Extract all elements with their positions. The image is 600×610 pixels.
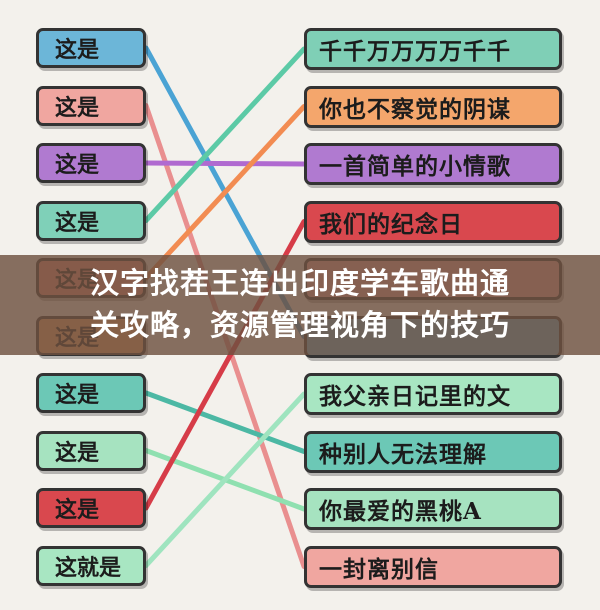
left-tile-3[interactable]: 这是 [36, 200, 146, 241]
connection-line-4 [143, 104, 307, 281]
title-banner-text: 汉字找茬王连出印度学车歌曲通 关攻略，资源管理视角下的技巧 [0, 262, 600, 346]
title-banner [0, 255, 600, 355]
title-line-2: 关攻略，资源管理视角下的技巧 [89, 308, 510, 342]
connection-line-5 [143, 390, 307, 454]
left-tile-1[interactable]: 这是 [36, 85, 146, 126]
connection-line-2 [143, 160, 307, 167]
right-tile-6[interactable]: 我父亲日记里的文 [304, 373, 562, 415]
connection-line-3 [143, 46, 307, 223]
right-tile-3[interactable]: 我们的纪念日 [304, 200, 562, 243]
right-tile-9[interactable]: 一封离别信 [304, 545, 562, 588]
left-tile-8[interactable]: 这是 [36, 488, 146, 528]
right-tile-8[interactable]: 你最爱的黑桃A [304, 488, 562, 530]
left-tile-7[interactable]: 这是 [36, 430, 146, 471]
left-tile-0[interactable]: 这是 [36, 28, 146, 68]
title-line-1: 汉字找茬王连出印度学车歌曲通 [89, 266, 510, 300]
left-tile-9[interactable]: 这就是 [36, 545, 146, 586]
right-tile-7[interactable]: 种别人无法理解 [304, 430, 562, 473]
connection-line-8 [143, 391, 307, 568]
right-tile-2[interactable]: 一首简单的小情歌 [304, 143, 562, 185]
left-tile-6[interactable]: 这是 [36, 373, 146, 413]
right-tile-0[interactable]: 千千万万万万千千 [304, 28, 562, 70]
right-tile-1[interactable]: 你也不察觉的阴谋 [304, 85, 562, 128]
left-tile-2[interactable]: 这是 [36, 143, 146, 183]
